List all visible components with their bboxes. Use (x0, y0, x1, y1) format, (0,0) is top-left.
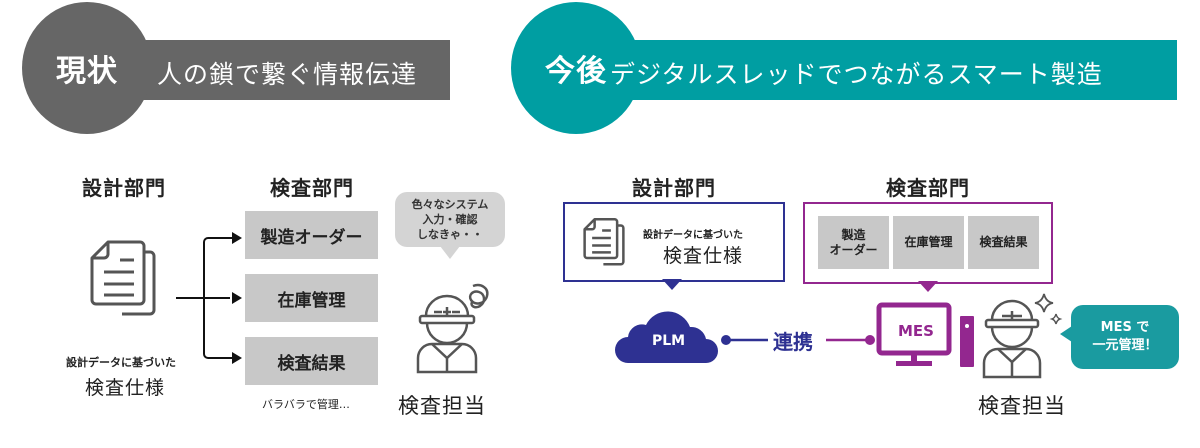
current-scattered-note: バラバラで管理… (262, 398, 350, 411)
worker-confused-icon (416, 283, 489, 374)
computer-icon (876, 302, 974, 367)
worker-sparkle-icon (982, 293, 1063, 379)
speech-line: しなきゃ・・ (417, 228, 483, 241)
current-header-title: 人の鎖で繋ぐ情報伝達 (157, 60, 418, 89)
link-connector (721, 335, 875, 345)
current-inspector-label: 検査担当 (398, 394, 486, 418)
future-system-box: 在庫管理 (893, 216, 964, 269)
future-speech-bubble: MES で 一元管理！ (1071, 305, 1179, 369)
link-label: 連携 (773, 330, 813, 354)
system-line: オーダー (829, 242, 878, 257)
speech-line: 一元管理！ (1092, 338, 1158, 353)
current-header-badge: 現状 (22, 2, 152, 134)
current-design-dept-label: 設計部門 (82, 176, 166, 200)
future-design-dept-label: 設計部門 (632, 176, 716, 200)
speech-line: 色々なシステム (411, 198, 489, 211)
teal-bubble-tail (1060, 326, 1072, 342)
future-doc-title: 検査仕様 (663, 245, 744, 267)
future-header-title: デジタルスレッドでつながるスマート製造 (610, 60, 1103, 89)
current-system-box: 在庫管理 (245, 274, 378, 322)
document-icon (583, 218, 625, 266)
purple-box-pointer (918, 281, 938, 292)
navy-box-pointer (662, 279, 682, 290)
system-line: 製造 (841, 227, 866, 242)
speech-line: 入力・確認 (422, 213, 478, 226)
future-inspection-dept-label: 検査部門 (886, 176, 970, 200)
future-system-box: 製造 オーダー (818, 216, 889, 269)
future-header-bar (570, 40, 1177, 100)
speech-bubble-tail (440, 246, 460, 259)
current-speech-bubble: 色々なシステム 入力・確認 しなきゃ・・ (395, 192, 505, 247)
mes-label: MES (898, 322, 934, 340)
current-inspection-dept-label: 検査部門 (270, 176, 354, 200)
current-doc-title: 検査仕様 (85, 377, 166, 399)
cloud-icon (615, 311, 718, 363)
current-doc-caption: 設計データに基づいた (66, 356, 176, 369)
current-system-box: 検査結果 (245, 337, 378, 385)
future-badge-text: 今後 (545, 54, 607, 89)
future-system-box: 検査結果 (968, 216, 1039, 269)
plm-label: PLM (652, 333, 686, 349)
speech-line: MES で (1100, 320, 1150, 335)
current-system-box: 製造オーダー (245, 211, 378, 259)
document-icon (90, 240, 156, 316)
future-inspector-label: 検査担当 (978, 394, 1066, 418)
branch-arrows (176, 232, 242, 364)
future-header-badge: 今後 (511, 2, 641, 134)
future-doc-caption: 設計データに基づいた (643, 230, 743, 241)
current-badge-text: 現状 (56, 54, 118, 89)
future-design-box (563, 202, 785, 282)
